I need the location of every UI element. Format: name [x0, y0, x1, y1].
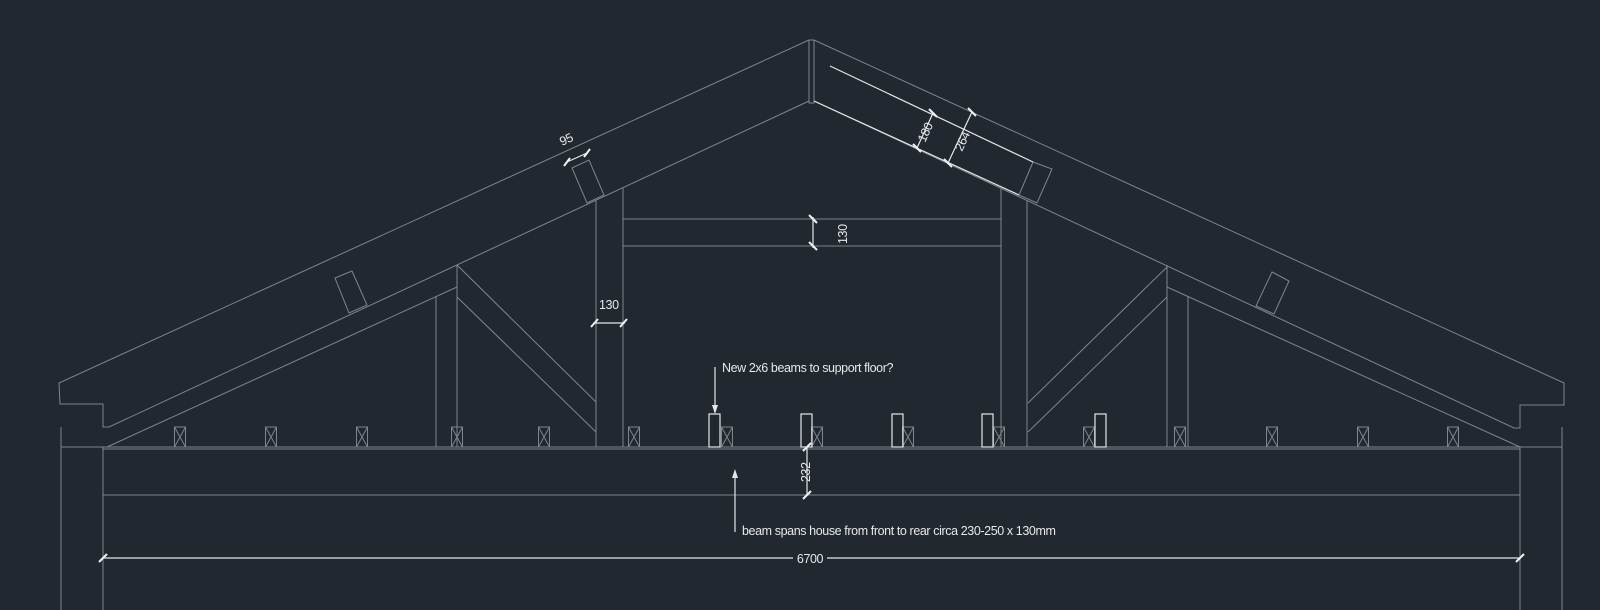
dimension-label-130-post: 130 [599, 298, 619, 312]
joist-section [993, 426, 1005, 448]
purlins [334, 159, 1290, 315]
joist-section [356, 426, 368, 448]
collar-tie [623, 218, 1001, 247]
dimension-label-6700: 6700 [797, 552, 824, 566]
dimension-label-130-collar: 130 [836, 224, 850, 244]
floor-joists [174, 426, 1459, 448]
dimension-95: 95 [557, 130, 591, 167]
ceiling-chords [106, 286, 1521, 448]
joist-section [174, 426, 186, 448]
dimension-label-232: 232 [799, 462, 813, 482]
annotation-new-beams: New 2x6 beams to support floor? [712, 361, 894, 414]
floor-and-walls [60, 427, 1563, 610]
roof-outer-profile [58, 39, 1565, 429]
new-beam-section [1094, 413, 1107, 448]
new-beam-section [891, 413, 904, 448]
dimension-130-post: 130 [590, 298, 628, 328]
dimension-label-180: 180 [915, 120, 936, 144]
joist-section [811, 426, 823, 448]
ridge-board [808, 39, 815, 104]
dimension-130-collar: 130 [808, 214, 850, 251]
joist-section [451, 426, 463, 448]
joist-section [1266, 426, 1278, 448]
joist-section [1083, 426, 1095, 448]
new-beam-section [981, 413, 994, 448]
joist-section [1357, 426, 1369, 448]
dimension-232: 232 [799, 442, 813, 500]
joist-section [1447, 426, 1459, 448]
joist-section [628, 426, 640, 448]
joist-section [265, 426, 277, 448]
joist-section [1174, 426, 1186, 448]
annotation-new-beams-text: New 2x6 beams to support floor? [722, 361, 893, 375]
left-truss-members [435, 188, 624, 447]
new-2x6-beams [708, 413, 1107, 448]
dimension-264: 264 [943, 107, 977, 168]
annotation-main-beam: beam spans house from front to rear circ… [732, 469, 1056, 538]
right-truss-members [1000, 188, 1189, 447]
joist-section [902, 426, 914, 448]
new-beam-section [800, 413, 813, 448]
new-beam-section [708, 413, 721, 448]
joist-section [721, 426, 733, 448]
joist-section [538, 426, 550, 448]
annotation-main-beam-text: beam spans house from front to rear circ… [742, 524, 1055, 538]
dimension-6700: 6700 [98, 552, 1525, 566]
dimension-label-95: 95 [557, 130, 575, 148]
